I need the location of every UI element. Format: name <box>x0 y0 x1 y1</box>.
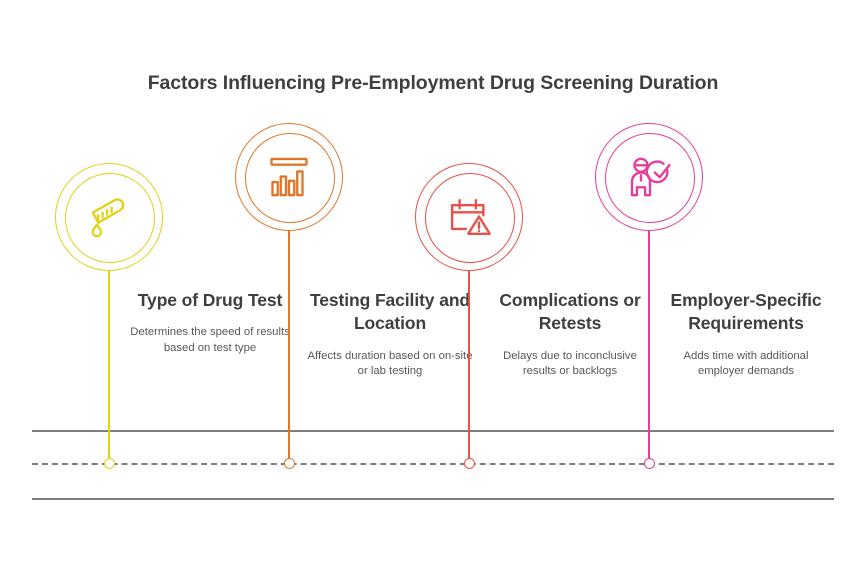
node-description: Adds time with additional employer deman… <box>683 349 809 377</box>
page-title: Factors Influencing Pre-Employment Drug … <box>147 72 719 94</box>
baseline-rule-dashed <box>32 463 834 465</box>
connector-end-dot <box>103 457 115 469</box>
medallion-inner-ring <box>605 133 695 223</box>
medallion-person-check[interactable] <box>595 123 703 231</box>
baseline-rule-bottom <box>32 498 834 500</box>
node-title: Employer-Specific Requirements <box>670 290 822 334</box>
medallion-inner-ring <box>425 173 515 263</box>
bar-chart-board-icon <box>270 157 308 197</box>
node-title: Type of Drug Test <box>137 290 283 310</box>
node-description: Affects duration based on on-site or lab… <box>307 349 473 377</box>
textblock-testing-facility-and-location: Testing Facility and Location Affects du… <box>305 289 475 379</box>
baseline-rule-top <box>32 430 834 432</box>
connector-end-dot <box>643 457 655 469</box>
connector-end-dot <box>283 457 295 469</box>
node-description: Determines the speed of results based on… <box>130 326 290 354</box>
medallion-inner-ring <box>65 173 155 263</box>
connector-stem <box>648 230 650 463</box>
connector-stem <box>288 230 290 463</box>
node-description: Delays due to inconclusive results or ba… <box>503 349 637 377</box>
textblock-complications-or-retests: Complications or Retests Delays due to i… <box>485 289 655 379</box>
connector-stem <box>108 270 110 463</box>
medallion-test-strip[interactable] <box>55 163 163 271</box>
textblock-type-of-drug-test: Type of Drug Test Determines the speed o… <box>125 289 295 356</box>
connector-end-dot <box>463 457 475 469</box>
node-title: Testing Facility and Location <box>309 290 471 334</box>
medallion-bar-chart[interactable] <box>235 123 343 231</box>
medallion-calendar-warning[interactable] <box>415 163 523 271</box>
medallion-inner-ring <box>245 133 335 223</box>
person-check-icon <box>630 157 671 197</box>
connector-stem <box>468 270 470 463</box>
node-title: Complications or Retests <box>499 290 641 334</box>
textblock-employer-specific-requirements: Employer-Specific Requirements Adds time… <box>665 289 827 379</box>
test-strip-droplet-icon <box>91 198 125 238</box>
calendar-warning-icon <box>450 198 491 235</box>
